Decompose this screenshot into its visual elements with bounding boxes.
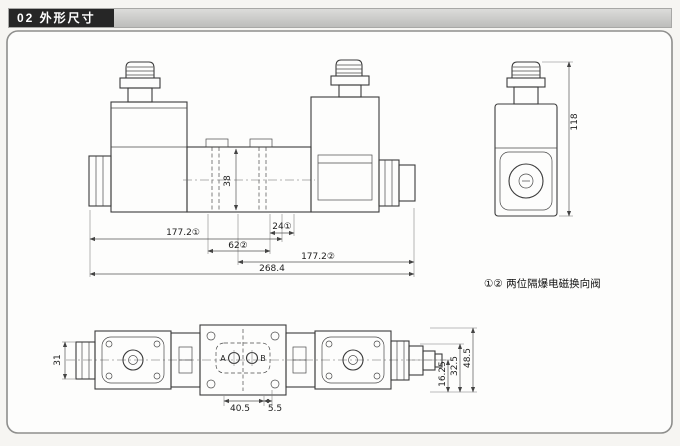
port-label-a: A bbox=[220, 354, 226, 363]
front-view-drawing: 38 24① bbox=[88, 59, 416, 277]
dim-label-32-5: 32.5 bbox=[450, 356, 460, 376]
section-header-bar: 02 外形尺寸 bbox=[8, 8, 672, 28]
dim-label-268-4: 268.4 bbox=[259, 264, 285, 274]
dim-label-177-2-2: 177.2② bbox=[301, 252, 335, 262]
note-text: ①② 两位隔爆电磁换向阀 bbox=[484, 277, 601, 290]
bottom-view-drawing: A B 31 bbox=[53, 324, 477, 414]
dim-label-16-25: 16.25 bbox=[438, 361, 448, 387]
dim-label-31: 31 bbox=[53, 354, 63, 365]
dim-label-118: 118 bbox=[570, 113, 580, 130]
dim-label-40-5: 40.5 bbox=[230, 404, 250, 414]
dim-label-62-2: 62② bbox=[228, 241, 248, 251]
dim-label-38: 38 bbox=[223, 175, 233, 187]
port-label-b: B bbox=[260, 354, 266, 363]
dim-label-48-5: 48.5 bbox=[463, 348, 473, 368]
dim-label-177-2-1: 177.2① bbox=[166, 228, 200, 238]
dim-label-5-5: 5.5 bbox=[268, 404, 282, 414]
section-title: 02 外形尺寸 bbox=[9, 9, 114, 27]
dim-label-24-1: 24① bbox=[272, 222, 292, 232]
side-view-drawing: 118 bbox=[494, 61, 580, 217]
